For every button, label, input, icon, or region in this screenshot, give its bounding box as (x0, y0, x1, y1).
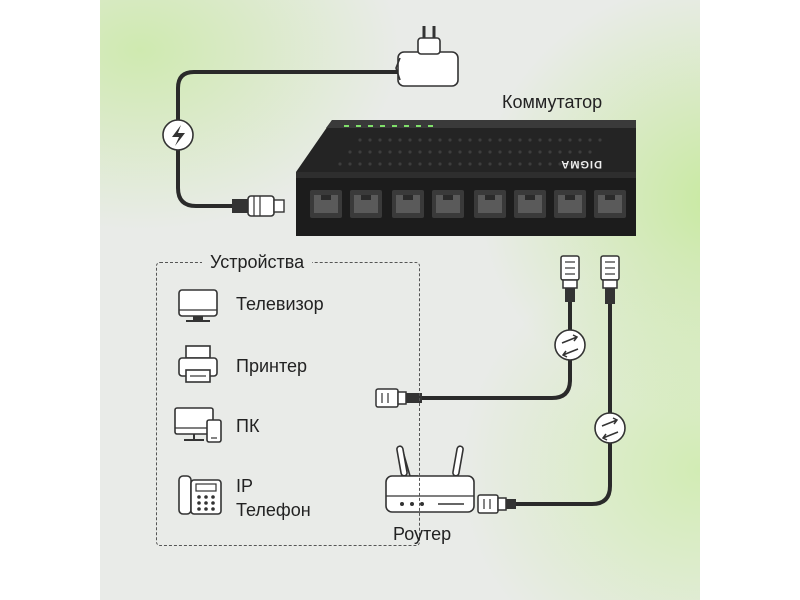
network-switch: DIGMA (296, 120, 636, 236)
switch-vent-pattern (338, 138, 602, 166)
ethernet-cable-router (514, 304, 612, 506)
data-transfer-icon (554, 329, 586, 361)
device-label-ip-phone-line1: IP (236, 476, 254, 496)
rj45-plug-router (477, 494, 516, 514)
power-symbol-icon (162, 119, 194, 151)
switch-ports (310, 190, 626, 218)
ethernet-cable-pc (422, 302, 572, 400)
printer-icon (178, 345, 218, 383)
connection-diagram: DIGMA (162, 26, 636, 515)
device-label-printer: Принтер (236, 356, 308, 376)
device-label-pc: ПК (236, 416, 260, 436)
switch-brand-text: DIGMA (560, 158, 602, 170)
router-icon (385, 445, 475, 513)
switch-label: Коммутатор (502, 92, 603, 112)
dc-connector (232, 195, 285, 217)
data-transfer-icon (594, 412, 626, 444)
switch-status-leds (344, 125, 433, 127)
pc-icon (174, 407, 222, 443)
device-label-ip-phone-line2: Телефон (236, 500, 311, 520)
device-label-tv: Телевизор (236, 294, 324, 314)
rj45-plug-top-right (600, 255, 620, 304)
power-adapter (395, 26, 459, 87)
router-label: Роутер (393, 524, 452, 544)
rj45-plug-devices (375, 388, 422, 408)
rj45-plug-top-left (560, 255, 580, 302)
tv-icon (178, 289, 218, 322)
ip-phone-icon (178, 475, 222, 515)
diagram-canvas: DIGMA (100, 0, 700, 600)
devices-group-title: Устройства (202, 252, 313, 273)
